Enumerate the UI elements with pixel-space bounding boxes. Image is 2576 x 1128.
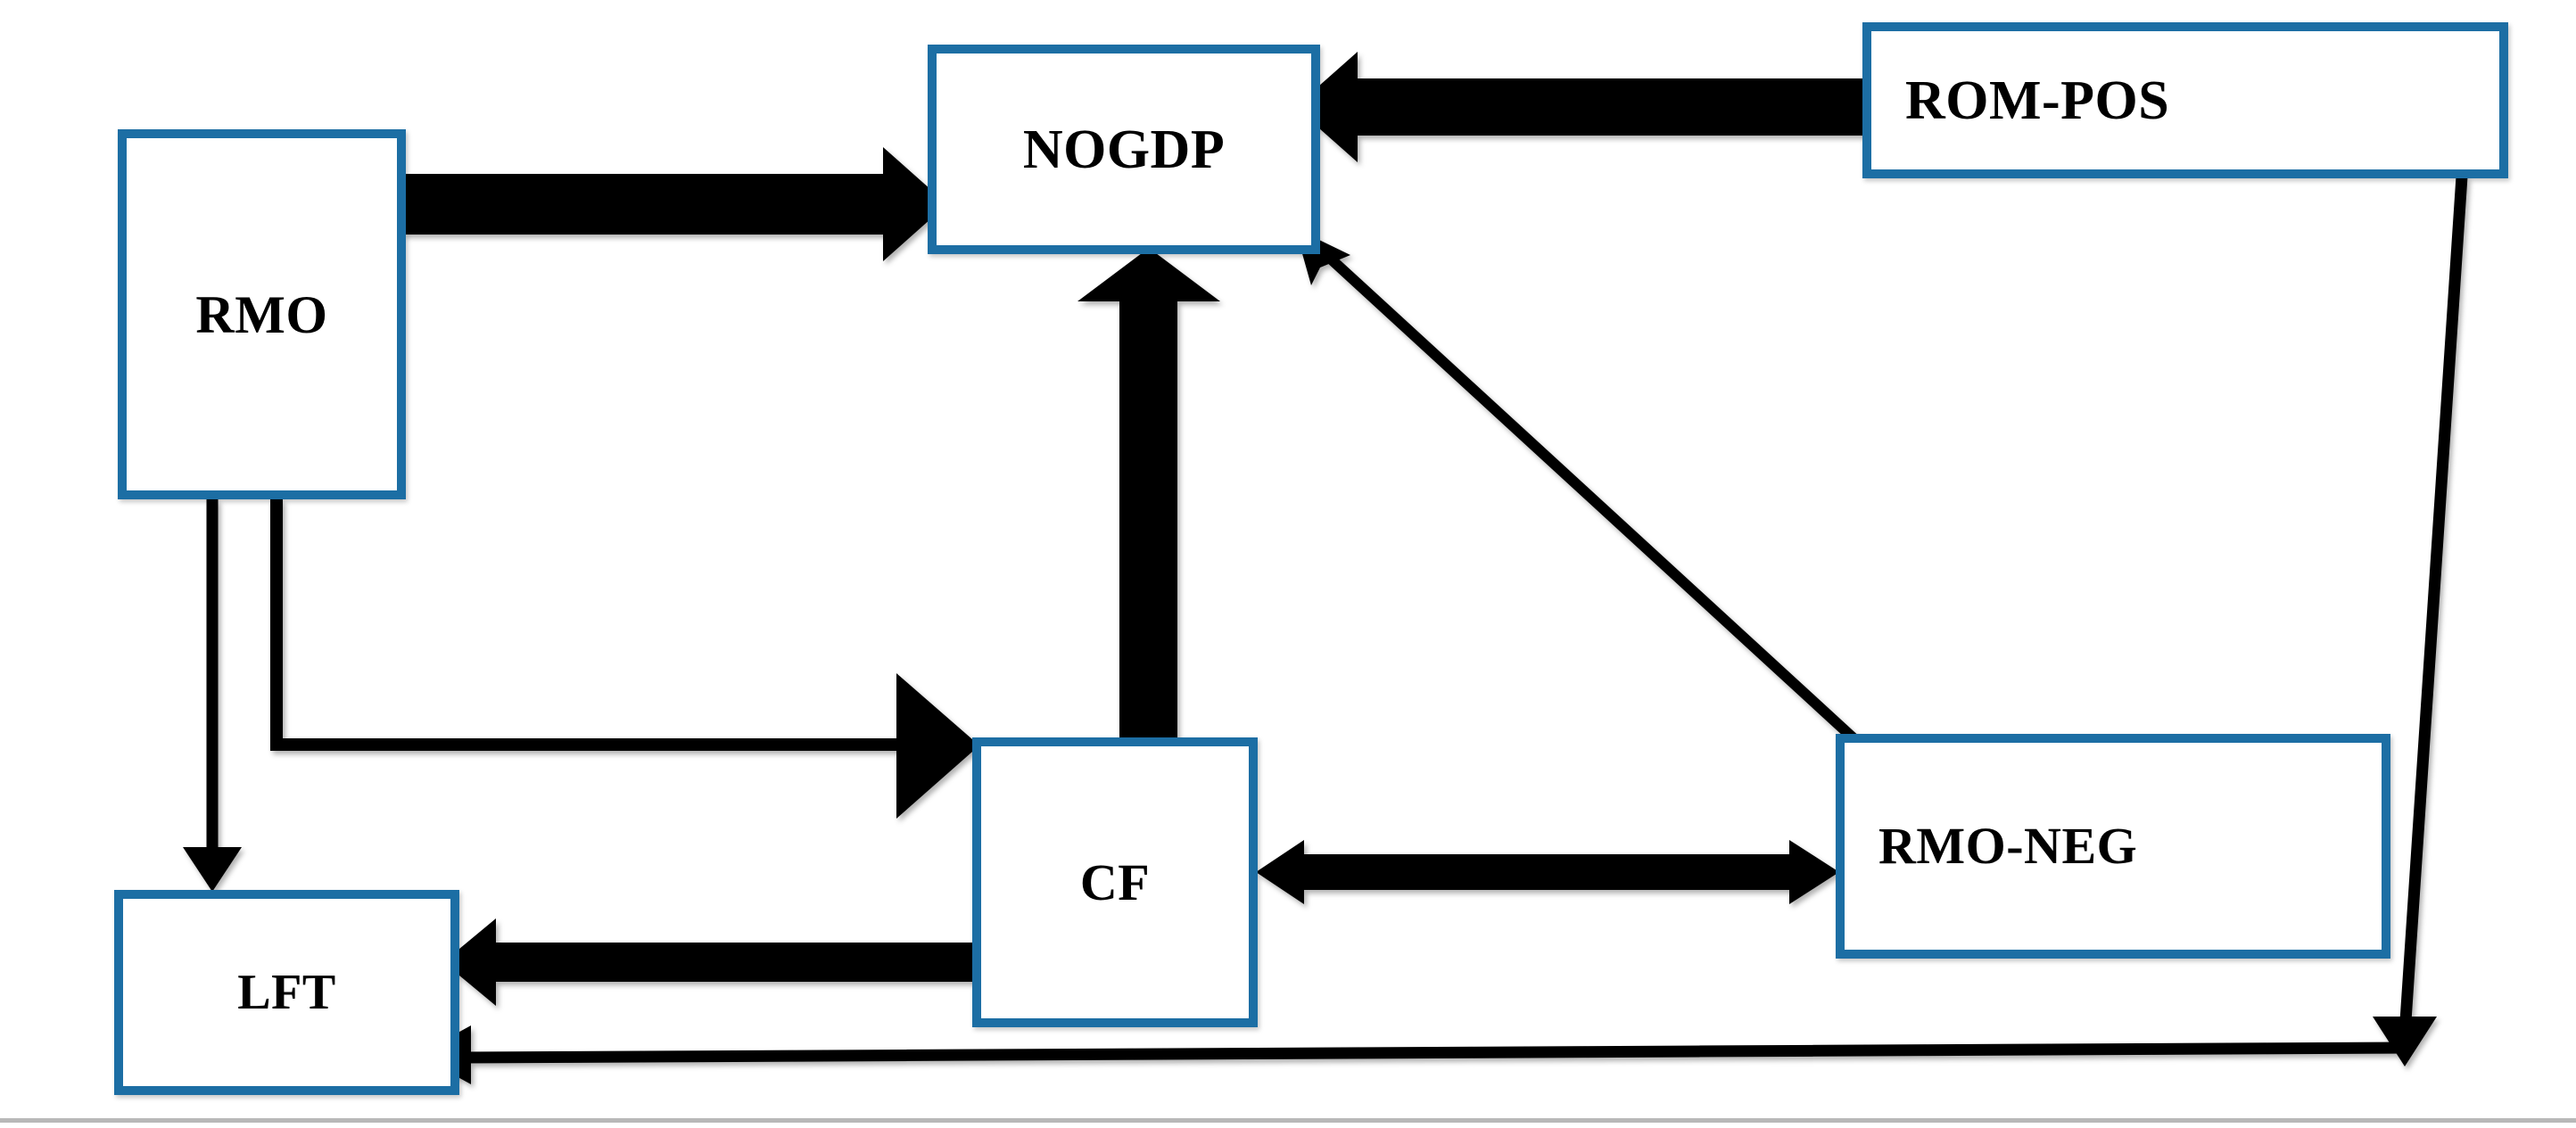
edge-rmo-to-cf xyxy=(270,499,979,819)
edge-rmo-to-lft xyxy=(183,499,242,892)
node-nogdp[interactable]: NOGDP xyxy=(928,45,1320,254)
node-lft[interactable]: LFT xyxy=(114,890,459,1095)
node-nogdp-label: NOGDP xyxy=(1022,119,1226,180)
node-rmo-neg[interactable]: RMO-NEG xyxy=(1836,734,2390,959)
node-rmo-label: RMO xyxy=(195,284,328,344)
edge-rmoneg-to-nogdp xyxy=(1295,228,1879,762)
node-cf[interactable]: CF xyxy=(972,737,1258,1027)
node-rmo-neg-label: RMO-NEG xyxy=(1878,817,2138,875)
bottom-rule xyxy=(0,1118,2576,1123)
node-cf-label: CF xyxy=(1079,852,1151,911)
node-rom-pos[interactable]: ROM-POS xyxy=(1862,22,2508,178)
edge-rompos-to-nogdp xyxy=(1295,52,1866,162)
edge-cf-to-nogdp xyxy=(1077,248,1220,749)
edge-rmo-to-nogdp xyxy=(403,147,947,261)
node-rom-pos-label: ROM-POS xyxy=(1905,70,2170,131)
edge-cf-to-lft xyxy=(443,918,974,1006)
node-lft-label: LFT xyxy=(237,965,336,1020)
edge-cf-to-rmoneg xyxy=(1256,840,1839,904)
node-rmo[interactable]: RMO xyxy=(118,129,406,499)
